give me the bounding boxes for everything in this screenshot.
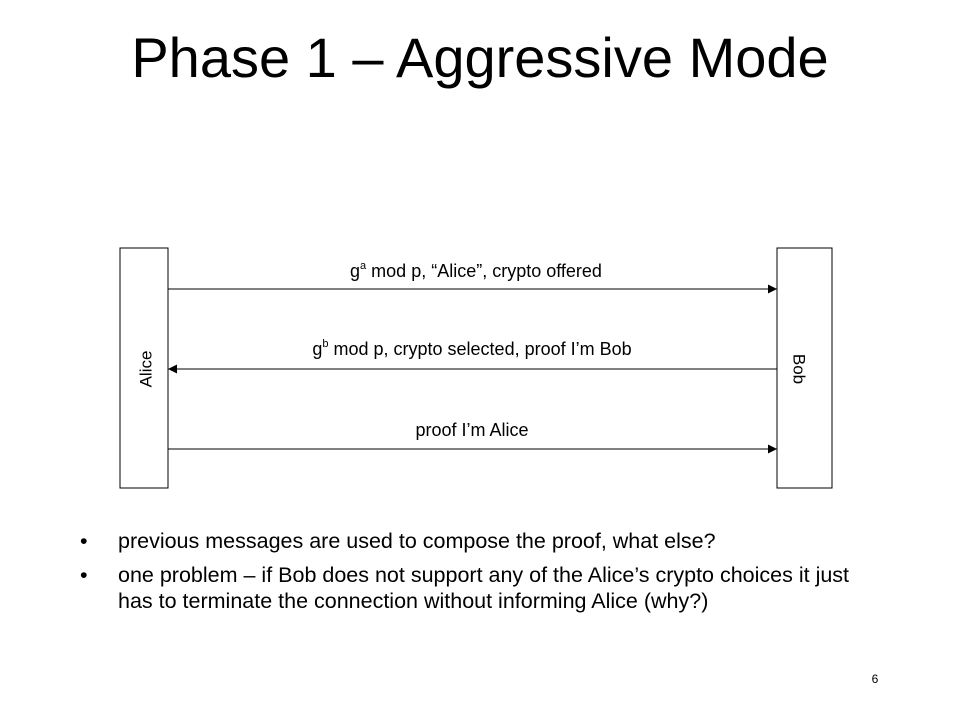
message-2-exponent: b <box>322 338 328 350</box>
message-2-rest: mod p, crypto selected, proof I’m Bob <box>328 339 631 359</box>
bullet-marker: • <box>80 529 88 553</box>
message-2-label: gb mod p, crypto selected, proof I’m Bob <box>312 338 631 359</box>
message-1-exponent: a <box>360 260 367 272</box>
bob-lifeline-box <box>776 247 833 489</box>
bullet-marker: • <box>80 563 88 587</box>
alice-lifeline-box <box>119 247 169 489</box>
message-3-label: proof I’m Alice <box>415 420 528 440</box>
bullet-text: one problem – if Bob does not support an… <box>118 563 850 613</box>
message-1-label: ga mod p, “Alice”, crypto offered <box>350 260 602 281</box>
page-number: 6 <box>871 672 879 686</box>
alice-label: Alice <box>137 351 156 388</box>
message-1-base: g <box>350 261 360 281</box>
bullet-item: • one problem – if Bob does not support … <box>80 562 880 614</box>
bullet-item: • previous messages are used to compose … <box>80 528 880 554</box>
bullet-text: previous messages are used to compose th… <box>118 529 716 553</box>
message-1-rest: mod p, “Alice”, crypto offered <box>366 261 602 281</box>
bob-label: Bob <box>790 354 809 384</box>
bullet-list: • previous messages are used to compose … <box>80 528 880 622</box>
slide-title: Phase 1 – Aggressive Mode <box>131 26 829 89</box>
message-2-base: g <box>312 339 322 359</box>
